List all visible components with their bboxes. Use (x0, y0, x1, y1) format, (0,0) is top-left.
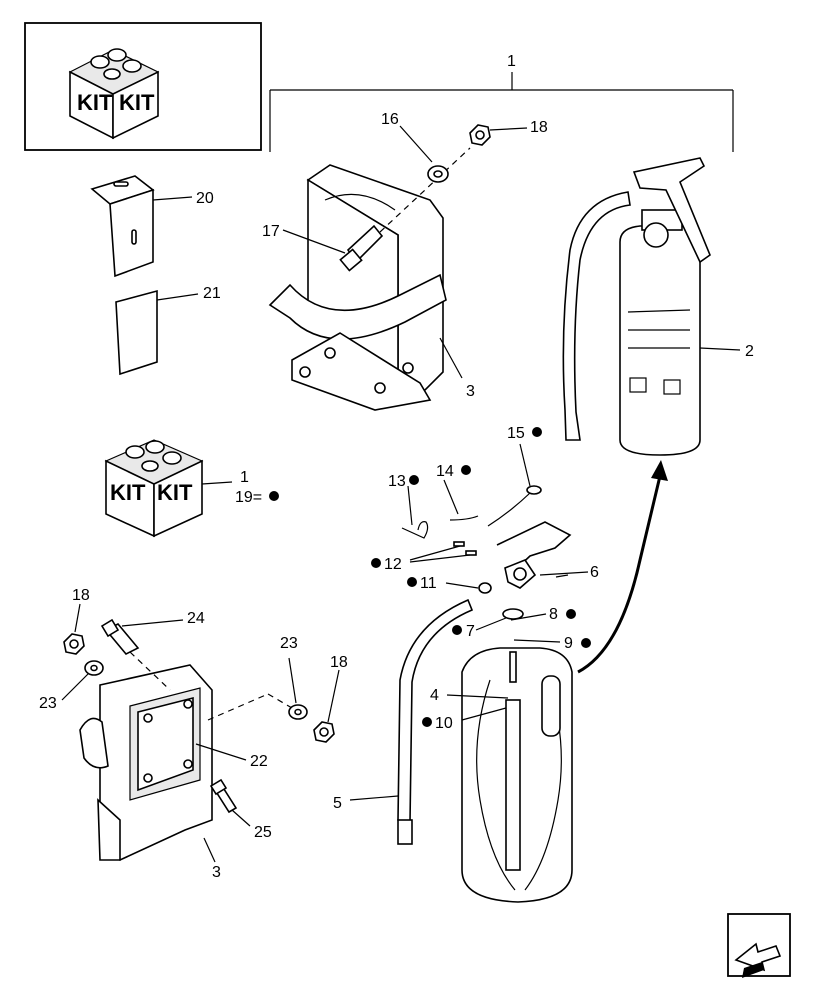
kit-label-right: KIT (119, 90, 155, 115)
oring-part-7: 7 (452, 608, 524, 640)
callout-10: 10 (435, 715, 453, 732)
arrowhead-icon (651, 460, 668, 481)
filled-circle-icon (407, 577, 417, 587)
pin-part-12: 12 (371, 541, 477, 573)
kit-small-label-right: KIT (157, 480, 193, 505)
washer-part-23-left: 23 (39, 660, 104, 712)
callout-2: 2 (745, 343, 754, 360)
assembly-path-lower (207, 693, 269, 721)
callout-13: 13 (388, 473, 406, 490)
valve-head-part-6: 6 (496, 521, 599, 589)
filled-circle-icon (422, 717, 432, 727)
callout-20: 20 (196, 190, 214, 207)
callout-4: 4 (430, 687, 439, 704)
previous-page-arrow-icon[interactable] (727, 913, 791, 978)
callout-1-kit: 1 (240, 469, 249, 486)
fire-extinguisher-part-2: 2 (562, 157, 754, 456)
callout-8: 8 (549, 606, 558, 623)
callout-6: 6 (590, 564, 599, 581)
filled-circle-icon (409, 475, 419, 485)
filled-circle-icon (452, 625, 462, 635)
washer-part-16: 16 (381, 111, 449, 183)
callout-7: 7 (466, 623, 475, 640)
callout-22: 22 (250, 753, 268, 770)
mounting-bracket-lower: 3 22 (79, 664, 268, 881)
filled-circle-icon (581, 638, 591, 648)
callout-23-left: 23 (39, 695, 57, 712)
bolt-part-17: 17 (262, 223, 384, 272)
extinguisher-exploded: 5 4 10 (333, 598, 573, 903)
filled-circle-icon (566, 609, 576, 619)
callout-5: 5 (333, 795, 342, 812)
filled-circle-icon (532, 427, 542, 437)
callout-19-kit: 19= (235, 489, 262, 506)
callout-12: 12 (384, 556, 402, 573)
callout-21: 21 (203, 285, 221, 302)
callout-9: 9 (564, 635, 573, 652)
kit-small-label-left: KIT (110, 480, 146, 505)
kit-frame: KIT KIT (24, 22, 262, 151)
assembly-path-upper (379, 147, 471, 233)
callout-25: 25 (254, 824, 272, 841)
callout-18-right: 18 (330, 654, 348, 671)
fitting-part-11: 11 (407, 575, 492, 594)
callout-3-upper: 3 (466, 383, 475, 400)
bracket-part-20: 20 (90, 175, 214, 278)
callout-16: 16 (381, 111, 399, 128)
seal-parts-13-14-15: 13 14 15 (388, 425, 542, 539)
callout-24: 24 (187, 610, 205, 627)
callout-14: 14 (436, 463, 454, 480)
filled-circle-icon (371, 558, 381, 568)
kit-label-left: KIT (77, 90, 113, 115)
callout-23-right: 23 (280, 635, 298, 652)
callout-3-lower: 3 (212, 864, 221, 881)
callout-1-top: 1 (507, 53, 516, 70)
callout-15: 15 (507, 425, 525, 442)
callout-17: 17 (262, 223, 280, 240)
callout-18-top: 18 (530, 119, 548, 136)
nut-part-18-left: 18 (63, 587, 90, 655)
nut-part-18-top: 18 (469, 119, 548, 146)
plate-part-21: 21 (115, 285, 221, 376)
mounting-bracket-upper: 3 (268, 164, 475, 411)
filled-circle-icon (461, 465, 471, 475)
callout-18-left: 18 (72, 587, 90, 604)
bolt-part-24: 24 (100, 610, 205, 691)
filled-circle-icon (269, 491, 279, 501)
washer-part-23-right: 23 (280, 635, 308, 720)
callout-11: 11 (420, 575, 437, 592)
kit-box-small: KIT KIT 1 19= (104, 439, 279, 538)
dip-tube-part-8-9: 8 9 (510, 606, 591, 652)
bolt-part-25: 25 (209, 778, 272, 841)
assembly-bracket-1: 1 (269, 53, 734, 152)
direction-arrow (577, 475, 662, 674)
nut-part-18-right: 18 (313, 654, 348, 743)
